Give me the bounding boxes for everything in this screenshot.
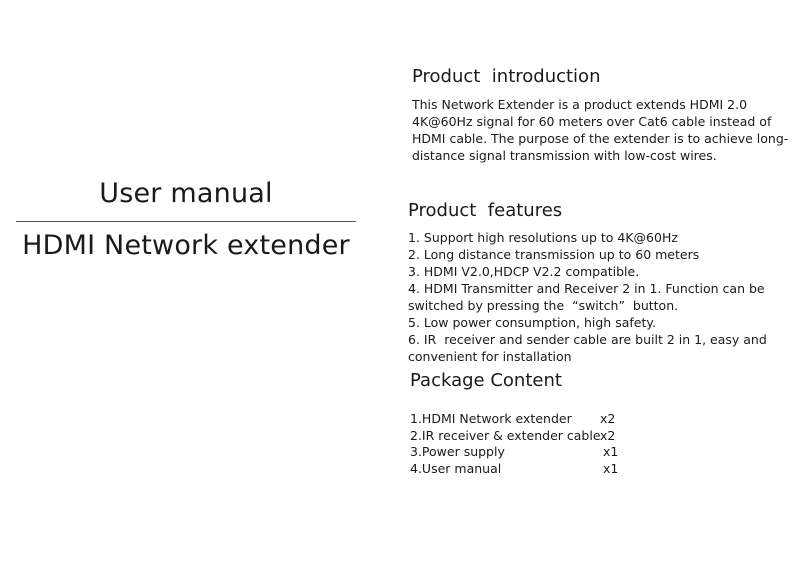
feature-line: 6. IR receiver and sender cable are buil… <box>408 332 767 347</box>
package-item-name: 4.User manual <box>410 460 502 476</box>
package-item-qty: x1 <box>603 460 619 476</box>
package-item-name: 2.IR receiver & extender cable <box>410 427 601 443</box>
features-heading: Product features <box>408 200 563 221</box>
introduction-heading: Product introduction <box>412 66 601 87</box>
introduction-text: This Network Extender is a product exten… <box>412 97 789 163</box>
package-item-qty: x2 <box>600 427 616 443</box>
package-item: 2.IR receiver & extender cable x2 <box>410 428 794 445</box>
package-item: 4.User manual x1 <box>410 461 794 478</box>
feature-line: switched by pressing the “switch” button… <box>408 298 679 313</box>
product-name: HDMI Network extender <box>22 230 350 261</box>
feature-line: 1. Support high resolutions up to 4K@60H… <box>408 230 678 245</box>
package-item-name: 3.Power supply <box>410 444 505 459</box>
feature-line: 3. HDMI V2.0,HDCP V2.2 compatible. <box>408 264 640 279</box>
product-introduction-section: Product introduction This Network Extend… <box>412 66 796 164</box>
package-heading: Package Content <box>410 370 562 391</box>
package-item-qty: x2 <box>600 411 616 426</box>
feature-line: 5. Low power consumption, high safety. <box>408 315 656 330</box>
package-item: 3.Power supply x1 <box>410 444 794 461</box>
feature-line: 4. HDMI Transmitter and Receiver 2 in 1.… <box>408 281 765 296</box>
features-list: 1. Support high resolutions up to 4K@60H… <box>408 229 792 365</box>
package-item: 1.HDMI Network extender x2 <box>410 411 794 428</box>
product-features-section: Product features 1. Support high resolut… <box>408 200 792 365</box>
package-content-section: Package Content 1.HDMI Network extender … <box>410 370 794 477</box>
manual-title: User manual <box>99 178 273 209</box>
package-item-name: 1.HDMI Network extender <box>410 411 572 426</box>
feature-line: 2. Long distance transmission up to 60 m… <box>408 247 700 262</box>
package-list: 1.HDMI Network extender x2 2.IR receiver… <box>410 411 794 477</box>
package-item-qty: x1 <box>603 444 619 459</box>
title-divider <box>16 221 356 222</box>
feature-line: convenient for installation <box>408 349 572 364</box>
